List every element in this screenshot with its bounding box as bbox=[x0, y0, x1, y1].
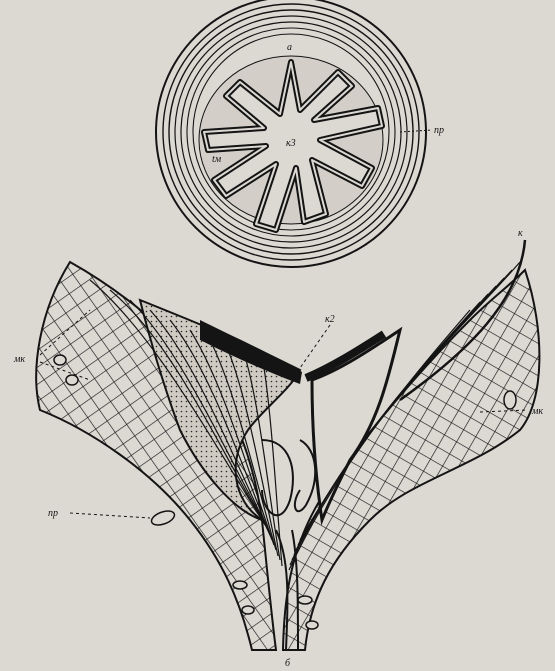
label-bottom-b: б bbox=[285, 658, 291, 669]
label-lumen: к3 bbox=[286, 138, 296, 149]
label-left-lower: пр bbox=[48, 508, 58, 519]
label-top-a: a bbox=[287, 42, 292, 53]
longitudinal-section: к2 мк пр мк к б bbox=[13, 228, 543, 669]
cross-section: к3 tм пр a bbox=[156, 0, 444, 267]
label-top-left: tм bbox=[212, 154, 222, 165]
label-center-k2: к2 bbox=[325, 314, 335, 325]
label-right-top: к bbox=[518, 228, 523, 239]
label-top-right: пр bbox=[434, 125, 444, 136]
label-right-mid: мк bbox=[531, 406, 543, 417]
label-left-mid: мк bbox=[13, 354, 25, 365]
